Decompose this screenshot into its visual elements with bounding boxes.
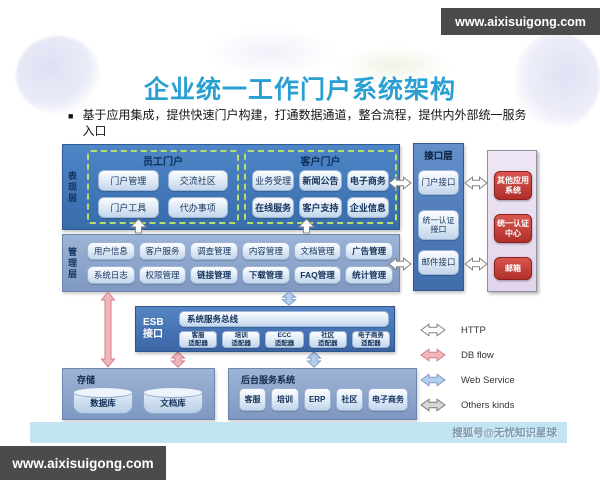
- presentation-layer-box: 表现层 员工门户 门户管理 交流社区 门户工具 代办事项 客户门户 业务受理 新…: [62, 144, 400, 230]
- http-arrow-icon: [388, 176, 412, 190]
- node-system-service-bus: 系统服务总线: [179, 311, 389, 327]
- intro-bullet: ■ 基于应用集成，提供快速门户构建，打通数据通道，整合流程，提供内外部统一服务入…: [68, 108, 536, 140]
- http-arrow-icon: [420, 323, 446, 337]
- legend-label-others: Others kinds: [461, 399, 515, 411]
- node-ecommerce: 电子商务: [346, 170, 389, 191]
- web-service-arrow-icon: [306, 351, 322, 368]
- footer-credit: 搜狐号@无忧知识星球: [452, 427, 557, 439]
- legend-label-db-flow: DB flow: [461, 349, 494, 361]
- footer-strip: 搜狐号@无忧知识星球: [30, 422, 567, 443]
- up-arrow-icon: [130, 218, 147, 234]
- node-mailbox: 邮箱: [494, 257, 532, 280]
- esb-label: ESB 接口: [143, 316, 164, 341]
- backend-services-title: 后台服务系统: [241, 375, 296, 385]
- node-link-management: 链接管理: [190, 266, 238, 284]
- node-faq-management: FAQ管理: [293, 266, 342, 284]
- node-customer-support: 客户支持: [299, 197, 342, 218]
- customer-portal-group: 客户门户 业务受理 新闻公告 电子商务 在线服务 客户支持 企业信息: [244, 150, 397, 224]
- storage-title: 存储: [77, 375, 96, 385]
- db-flow-arrow-icon: [100, 291, 116, 368]
- node-news: 新闻公告: [299, 170, 342, 191]
- external-systems-panel: 其他应用系统 统一认证中心 邮箱: [487, 150, 537, 292]
- node-unified-auth-center: 统一认证中心: [494, 214, 532, 243]
- node-todo-items: 代办事项: [167, 197, 228, 218]
- floral-decoration: [16, 36, 100, 114]
- node-portal-interface: 门户接口: [418, 170, 459, 195]
- node-system-log: 系统日志: [87, 266, 135, 284]
- node-backend-ecommerce: 电子商务: [368, 388, 408, 411]
- floral-decoration: [515, 32, 600, 127]
- page-title: 企业统一工作门户系统架构: [143, 76, 456, 104]
- node-user-info: 用户信息: [87, 242, 135, 260]
- node-survey-management: 调查管理: [190, 242, 238, 260]
- node-backend-community: 社区: [335, 388, 364, 411]
- up-arrow-icon: [298, 218, 315, 234]
- node-permission-management: 权限管理: [138, 266, 187, 284]
- customer-portal-title: 客户门户: [300, 157, 341, 168]
- legend-row-db-flow: DB flow: [420, 347, 494, 363]
- presentation-layer-label: 表现层: [67, 170, 77, 204]
- others-arrow-icon: [420, 398, 446, 412]
- management-layer-label: 管理层: [67, 246, 77, 280]
- node-download-management: 下载管理: [242, 266, 290, 284]
- document-store-cylinder: 文档库: [143, 387, 203, 414]
- node-community: 交流社区: [167, 170, 228, 191]
- node-ad-management: 广告管理: [345, 242, 393, 260]
- database-cylinder: 数据库: [73, 387, 133, 414]
- watermark-bottom-left: www.aixisuigong.com: [0, 446, 166, 480]
- legend-label-web-service: Web Service: [461, 374, 515, 386]
- db-flow-arrow-icon: [170, 351, 186, 368]
- node-online-service: 在线服务: [252, 197, 295, 218]
- bullet-square-icon: ■: [68, 111, 74, 121]
- floral-decoration: [205, 28, 335, 76]
- node-enterprise-info: 企业信息: [346, 197, 389, 218]
- node-auth-interface: 统一认证接口: [418, 210, 459, 240]
- node-training-adapter: 培训适配器: [222, 331, 261, 348]
- node-content-management: 内容管理: [242, 242, 290, 260]
- node-backend-cs: 客服: [239, 388, 267, 411]
- legend-label-http: HTTP: [461, 324, 486, 336]
- http-arrow-icon: [464, 257, 488, 271]
- management-layer-box: 管理层 用户信息 客户服务 调查管理 内容管理 文档管理 广告管理 系统日志 权…: [62, 234, 400, 292]
- node-mail-interface: 邮件接口: [418, 250, 459, 275]
- db-flow-arrow-icon: [420, 348, 446, 362]
- node-document-management: 文档管理: [293, 242, 342, 260]
- interface-layer-box: 接口层 门户接口 统一认证接口 邮件接口: [413, 143, 464, 291]
- interface-layer-label: 接口层: [424, 151, 453, 162]
- node-other-app-systems: 其他应用系统: [494, 171, 532, 200]
- legend-row-others: Others kinds: [420, 397, 514, 413]
- http-arrow-icon: [388, 257, 412, 271]
- node-cs-adapter: 客服适配器: [179, 331, 218, 348]
- legend-row-http: HTTP: [420, 322, 486, 338]
- backend-services-box: 后台服务系统 客服 培训 ERP 社区 电子商务: [228, 368, 417, 420]
- employee-portal-title: 员工门户: [143, 157, 183, 168]
- watermark-top-right: www.aixisuigong.com: [441, 8, 600, 35]
- floral-decoration: [338, 46, 453, 84]
- http-arrow-icon: [464, 176, 488, 190]
- node-customer-service: 客户服务: [138, 242, 187, 260]
- node-backend-erp: ERP: [303, 388, 331, 411]
- employee-portal-group: 员工门户 门户管理 交流社区 门户工具 代办事项: [87, 150, 239, 224]
- web-service-arrow-icon: [281, 291, 297, 306]
- node-portal-tools: 门户工具: [98, 197, 159, 218]
- node-ecommerce-adapter: 电子商务适配器: [351, 331, 391, 348]
- node-business-acceptance: 业务受理: [252, 170, 295, 191]
- node-statistics-management: 统计管理: [345, 266, 393, 284]
- intro-bullet-text: 基于应用集成，提供快速门户构建，打通数据通道，整合流程，提供内外部统一服务入口: [82, 108, 527, 138]
- node-community-adapter: 社区适配器: [308, 331, 347, 348]
- web-service-arrow-icon: [420, 373, 446, 387]
- node-backend-training: 培训: [271, 388, 299, 411]
- legend-row-web-service: Web Service: [420, 372, 515, 388]
- node-portal-management: 门户管理: [98, 170, 159, 191]
- storage-box: 存储 数据库 文档库: [62, 368, 215, 420]
